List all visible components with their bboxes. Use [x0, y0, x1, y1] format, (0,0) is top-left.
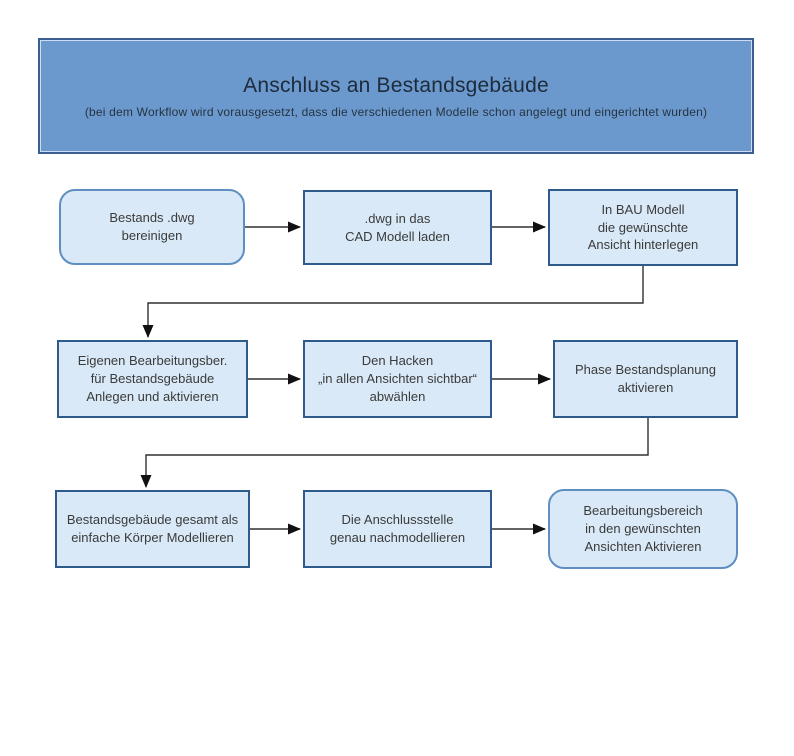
header-banner: Anschluss an Bestandsgebäude (bei dem Wo…: [38, 38, 754, 154]
flow-box-phase-bestandsplanung-aktivieren: Phase Bestandsplanung aktivieren: [553, 340, 738, 418]
flow-box-bearbeitungsbereich-aktivieren: Bearbeitungsbereich in den gewünschten A…: [548, 489, 738, 569]
flow-box-anschlussstelle-nachmodellieren: Die Anschlussstelle genau nachmodelliere…: [303, 490, 492, 568]
flow-box-hacken-abwaehlen: Den Hacken „in allen Ansichten sichtbar“…: [303, 340, 492, 418]
flow-box-bearbeitungsbereich-anlegen: Eigenen Bearbeitungsber. für Bestandsgeb…: [57, 340, 248, 418]
arrow-icon-box6-to-box7: [140, 418, 649, 488]
flow-box-bestands-dwg-bereinigen: Bestands .dwg bereinigen: [59, 189, 245, 265]
flow-box-dwg-in-cad-modell-laden: .dwg in das CAD Modell laden: [303, 190, 492, 265]
page-subtitle: (bei dem Workflow wird vorausgesetzt, da…: [84, 104, 708, 119]
arrow-icon-box3-to-box4: [142, 266, 644, 338]
page-title: Anschluss an Bestandsgebäude: [243, 73, 549, 97]
flow-box-koerper-modellieren: Bestandsgebäude gesamt als einfache Körp…: [55, 490, 250, 568]
flow-box-bau-modell-ansicht-hinterlegen: In BAU Modell die gewünschte Ansicht hin…: [548, 189, 738, 266]
